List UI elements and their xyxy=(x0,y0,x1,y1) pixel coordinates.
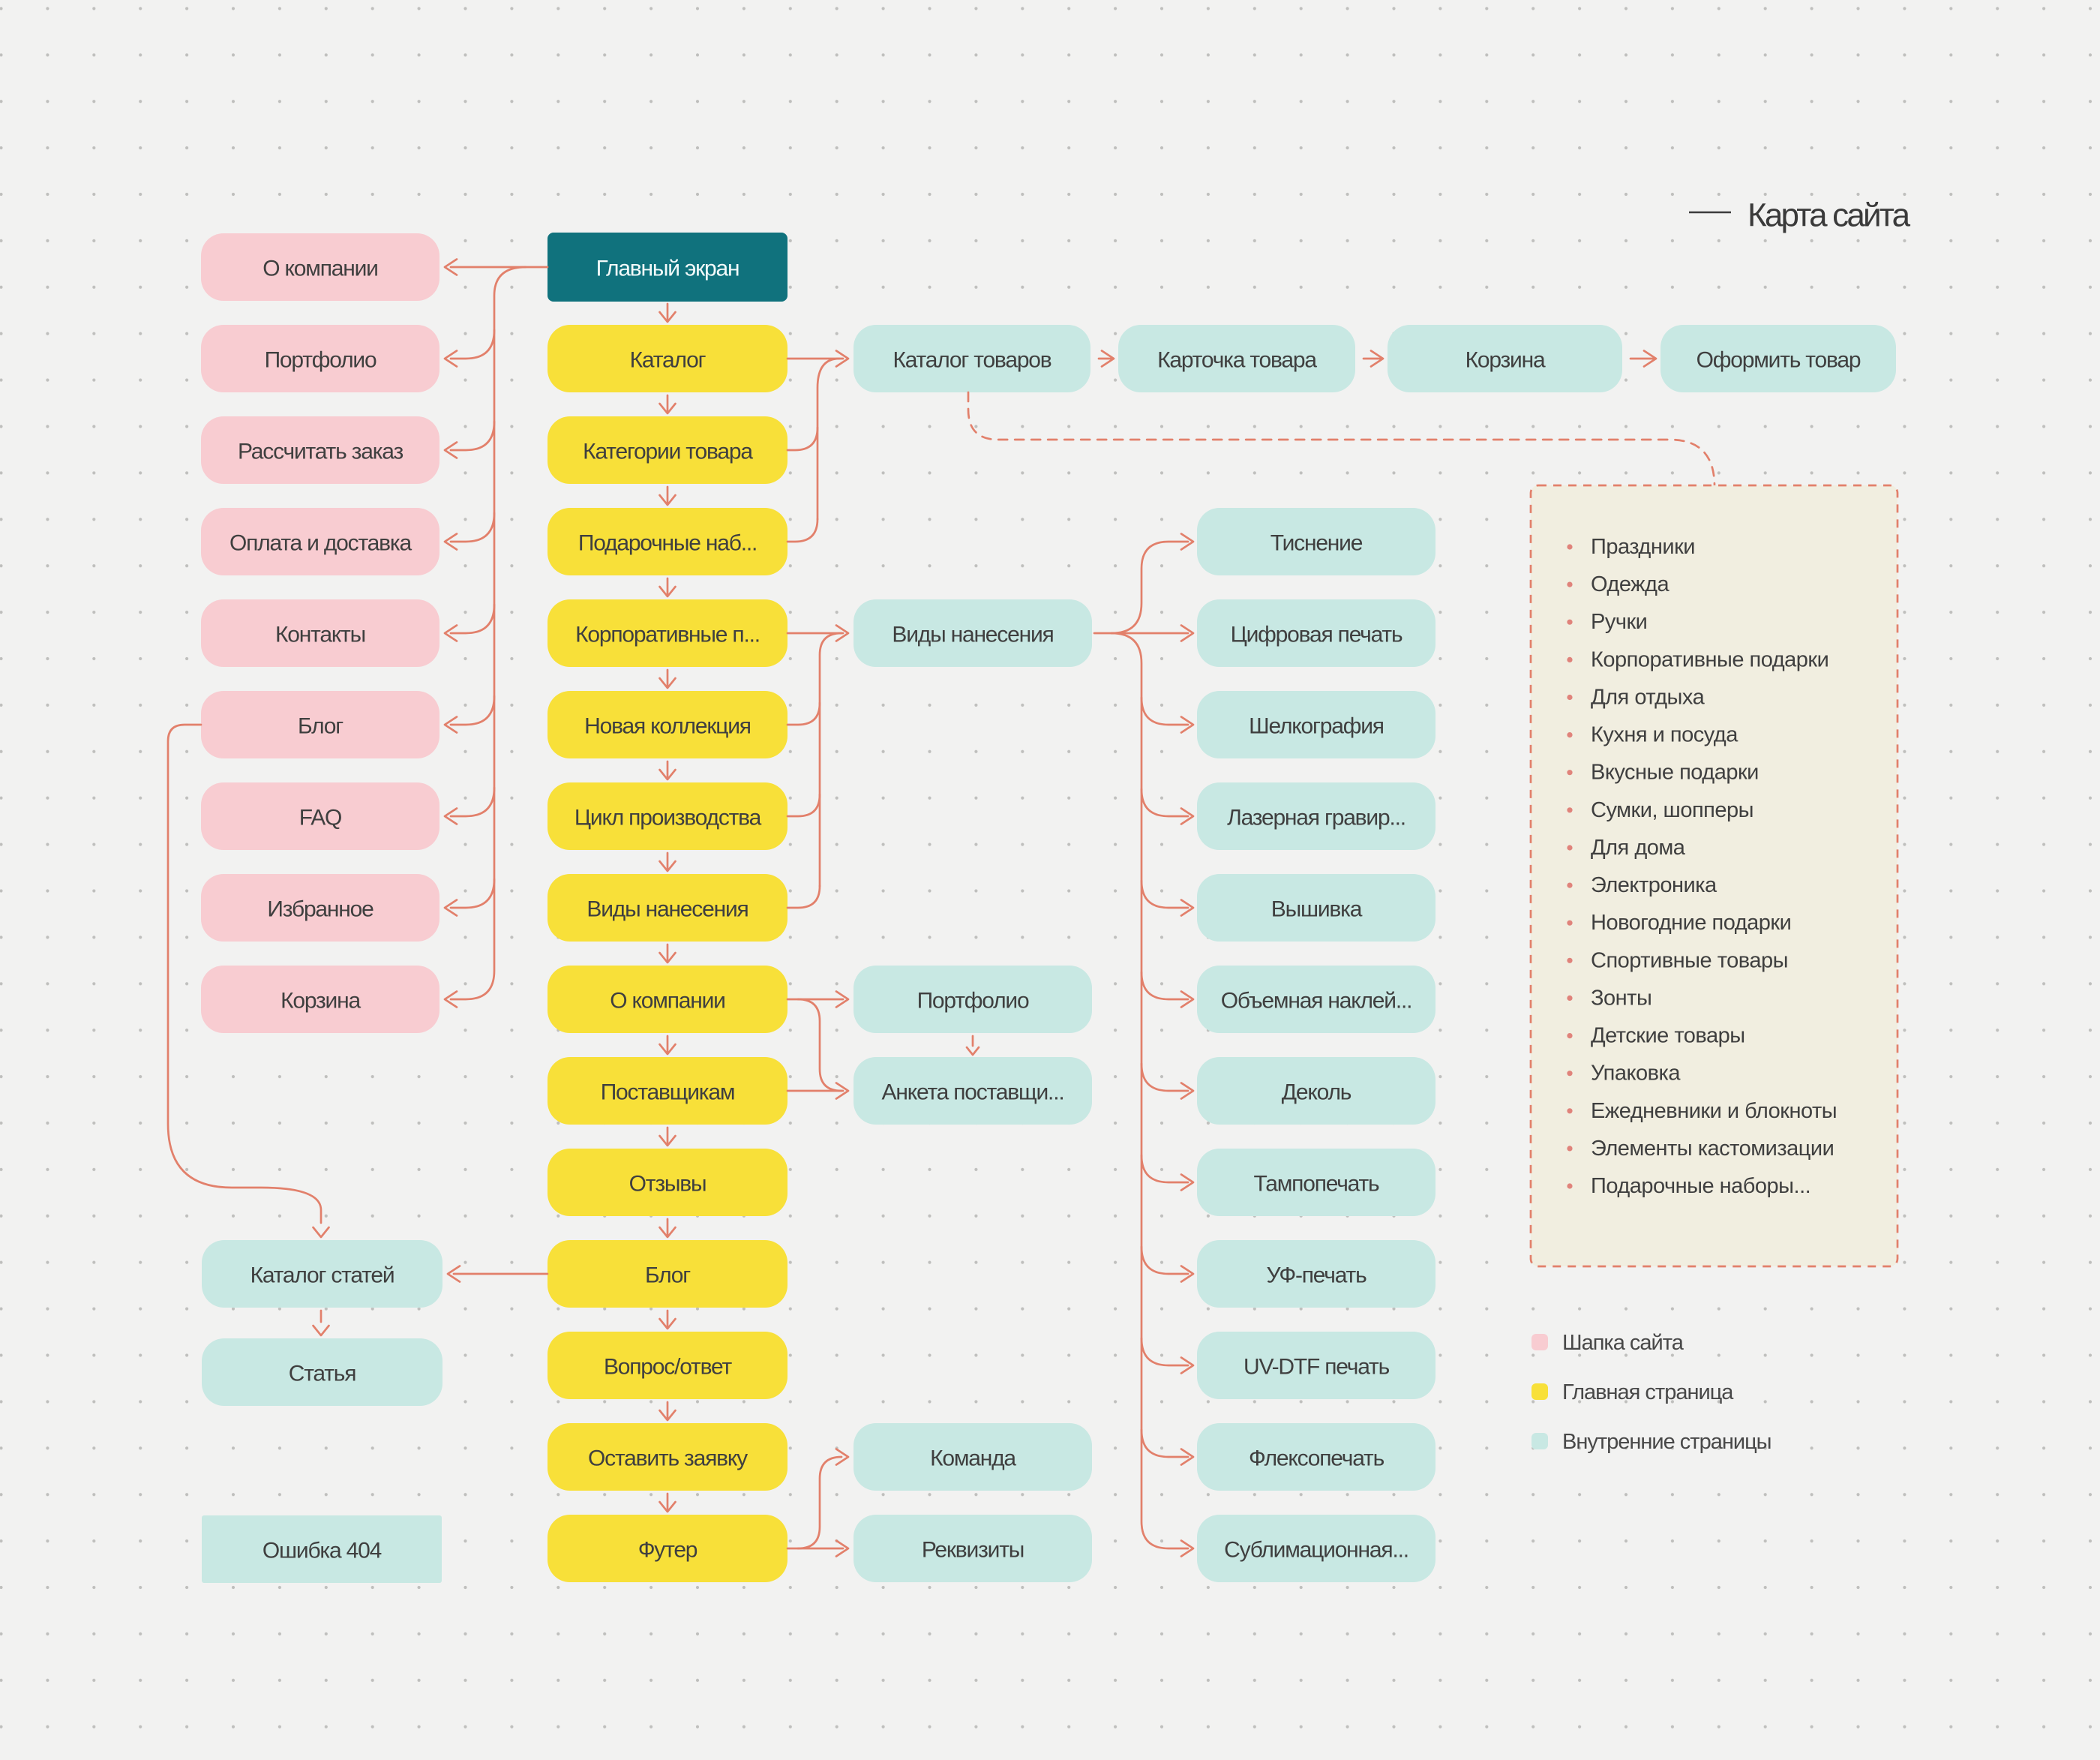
svg-text:Тампопечать: Тампопечать xyxy=(1254,1172,1380,1197)
svg-text:О компании: О компании xyxy=(262,257,377,281)
svg-text:Внутренние страницы: Внутренние страницы xyxy=(1562,1430,1772,1454)
svg-text:UV-DTF печать: UV-DTF печать xyxy=(1244,1355,1390,1380)
svg-text:Шапка сайта: Шапка сайта xyxy=(1562,1331,1684,1355)
svg-text:Анкета поставщи...: Анкета поставщи... xyxy=(882,1080,1064,1105)
svg-text:УФ-печать: УФ-печать xyxy=(1266,1263,1366,1288)
svg-text:Кухня и посуда: Кухня и посуда xyxy=(1591,723,1738,747)
svg-text:Оформить товар: Оформить товар xyxy=(1696,348,1861,373)
svg-text:Портфолио: Портфолио xyxy=(265,348,376,373)
svg-text:Тиснение: Тиснение xyxy=(1270,531,1363,556)
svg-text:Команда: Команда xyxy=(930,1446,1016,1471)
svg-text:Корзина: Корзина xyxy=(280,989,361,1014)
svg-text:Детские товары: Детские товары xyxy=(1591,1024,1745,1048)
svg-text:Футер: Футер xyxy=(638,1538,698,1563)
svg-text:Для дома: Для дома xyxy=(1591,836,1686,860)
svg-text:Вышивка: Вышивка xyxy=(1271,897,1363,922)
svg-text:Оставить заявку: Оставить заявку xyxy=(588,1446,748,1471)
svg-text:Новогодние подарки: Новогодние подарки xyxy=(1591,911,1791,935)
svg-text:Каталог статей: Каталог статей xyxy=(250,1263,394,1288)
svg-text:Корзина: Корзина xyxy=(1466,348,1546,373)
svg-text:FAQ: FAQ xyxy=(299,806,341,830)
svg-text:Сумки, шопперы: Сумки, шопперы xyxy=(1591,798,1754,822)
svg-text:Объемная наклей...: Объемная наклей... xyxy=(1221,989,1412,1014)
svg-text:Контакты: Контакты xyxy=(275,623,365,647)
svg-text:Цикл производства: Цикл производства xyxy=(574,806,762,830)
svg-text:Элементы кастомизации: Элементы кастомизации xyxy=(1591,1137,1834,1161)
svg-text:Категории товара: Категории товара xyxy=(583,440,753,464)
svg-text:Виды нанесения: Виды нанесения xyxy=(892,623,1053,647)
svg-text:Упаковка: Упаковка xyxy=(1591,1062,1681,1086)
svg-text:Ежедневники и блокноты: Ежедневники и блокноты xyxy=(1591,1099,1837,1123)
svg-text:Вкусные подарки: Вкусные подарки xyxy=(1591,761,1759,785)
svg-text:Корпоративные подарки: Корпоративные подарки xyxy=(1591,647,1828,671)
svg-text:Реквизиты: Реквизиты xyxy=(922,1538,1024,1563)
svg-text:Корпоративные п...: Корпоративные п... xyxy=(575,623,760,647)
svg-text:Статья: Статья xyxy=(289,1362,356,1386)
svg-text:Портфолио: Портфолио xyxy=(917,989,1029,1014)
svg-text:Блог: Блог xyxy=(645,1263,691,1288)
svg-text:Главный экран: Главный экран xyxy=(596,257,740,281)
svg-text:Рассчитать заказ: Рассчитать заказ xyxy=(238,440,403,464)
svg-text:Карта сайта: Карта сайта xyxy=(1748,197,1911,234)
svg-text:Деколь: Деколь xyxy=(1282,1080,1352,1105)
svg-text:Каталог: Каталог xyxy=(630,348,706,373)
svg-text:Сублимационная...: Сублимационная... xyxy=(1224,1538,1408,1563)
svg-text:Отзывы: Отзывы xyxy=(629,1172,706,1197)
svg-text:Избранное: Избранное xyxy=(267,897,374,922)
svg-text:Оплата и доставка: Оплата и доставка xyxy=(230,531,412,556)
svg-text:Электроника: Электроника xyxy=(1591,873,1718,897)
svg-text:Каталог товаров: Каталог товаров xyxy=(892,348,1051,373)
svg-text:О компании: О компании xyxy=(610,989,724,1014)
svg-text:Виды нанесения: Виды нанесения xyxy=(586,897,748,922)
svg-text:Главная страница: Главная страница xyxy=(1562,1380,1734,1404)
svg-text:Для отдыха: Для отдыха xyxy=(1591,686,1706,710)
svg-text:Новая коллекция: Новая коллекция xyxy=(584,714,751,739)
svg-text:Поставщикам: Поставщикам xyxy=(601,1080,735,1105)
svg-text:Подарочные наборы...: Подарочные наборы... xyxy=(1591,1174,1810,1198)
svg-text:Карточка товара: Карточка товара xyxy=(1157,348,1317,373)
svg-text:Одежда: Одежда xyxy=(1591,572,1670,596)
svg-text:Флексопечать: Флексопечать xyxy=(1249,1446,1384,1471)
svg-text:Праздники: Праздники xyxy=(1591,535,1695,559)
svg-text:Вопрос/ответ: Вопрос/ответ xyxy=(604,1355,732,1380)
svg-text:Цифровая печать: Цифровая печать xyxy=(1231,623,1402,647)
svg-text:Спортивные товары: Спортивные товары xyxy=(1591,948,1788,972)
svg-text:Ручки: Ручки xyxy=(1591,610,1647,634)
svg-text:Лазерная гравир...: Лазерная гравир... xyxy=(1227,806,1406,830)
svg-text:Подарочные наб...: Подарочные наб... xyxy=(578,531,757,556)
svg-text:Зонты: Зонты xyxy=(1591,986,1652,1010)
svg-text:Шелкография: Шелкография xyxy=(1249,714,1384,739)
svg-text:Блог: Блог xyxy=(298,714,344,739)
svg-text:Ошибка 404: Ошибка 404 xyxy=(262,1539,382,1563)
